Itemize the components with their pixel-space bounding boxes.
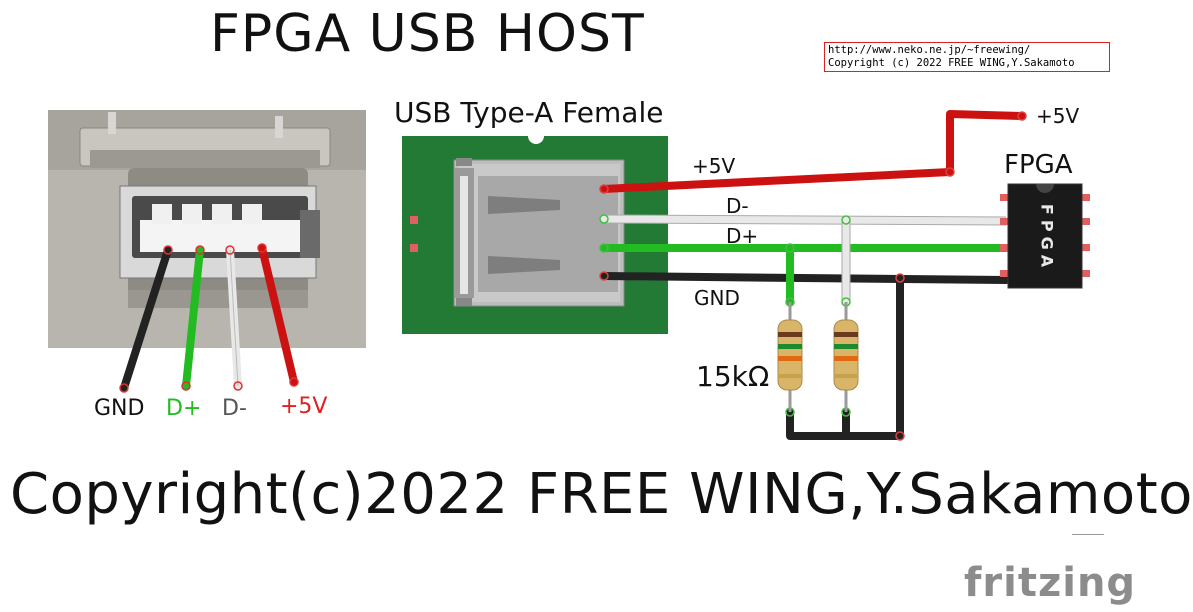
wire-label-dminus: D- xyxy=(726,194,749,218)
fpga-chip: FPGA xyxy=(1000,183,1090,289)
pin-label-dplus: D+ xyxy=(166,396,202,421)
wire-gnd xyxy=(600,272,1010,284)
wire-label-gnd: GND xyxy=(694,286,740,310)
resistor-value-label: 15kΩ xyxy=(696,360,770,393)
url-box: http://www.neko.ne.jp/~freewing/ Copyrig… xyxy=(824,42,1110,72)
wire-dminus xyxy=(600,215,1010,225)
wire-label-vcc: +5V xyxy=(692,154,736,178)
pin-label-vcc: +5V xyxy=(280,394,328,419)
copyright-underline xyxy=(1072,534,1104,535)
pin-label-gnd: GND xyxy=(94,396,145,421)
fpga-chip-text: FPGA xyxy=(1038,204,1057,272)
wire-label-dplus: D+ xyxy=(726,224,759,248)
url-line: http://www.neko.ne.jp/~freewing/ xyxy=(828,44,1031,56)
usb-type-a-board xyxy=(402,136,668,334)
resistor-dplus xyxy=(777,302,803,412)
usb-connector-photo xyxy=(48,110,366,348)
photo-leads xyxy=(119,243,299,393)
fritzing-logo: fritzing xyxy=(964,560,1137,606)
wire-vcc xyxy=(600,110,1026,193)
copyright-line: Copyright (c) 2022 FREE WING,Y.Sakamoto xyxy=(828,57,1075,69)
wire-label-vcc-out: +5V xyxy=(1036,104,1080,128)
circuit-diagram: FPGA xyxy=(48,110,1090,441)
copyright-text: Copyright(c)2022 FREE WING,Y.Sakamoto xyxy=(10,462,1193,527)
fpga-label: FPGA xyxy=(1004,150,1073,180)
pin-label-dminus: D- xyxy=(222,396,247,421)
resistor-dminus xyxy=(833,302,859,412)
diagram-title: FPGA USB HOST xyxy=(210,4,645,64)
connector-title: USB Type-A Female xyxy=(394,96,664,129)
